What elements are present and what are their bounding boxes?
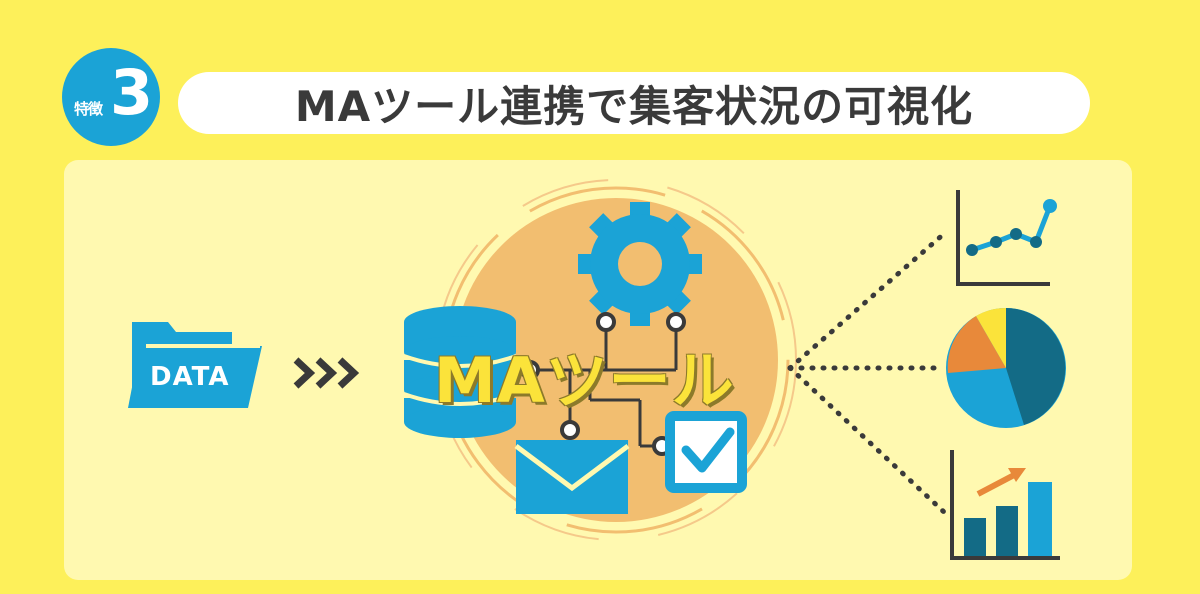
checkbox-icon [665,411,747,493]
database-icon [403,306,517,438]
title-banner: MAツール連携で集客状況の可視化 [178,72,1090,134]
circuit-nodes [520,312,686,456]
pie-chart-icon [946,307,1066,428]
circuit-lines [530,322,678,448]
badge-number: 3 [110,56,154,129]
page-title: MAツール連携で集客状況の可視化 [294,81,974,131]
folder-icon [128,322,262,408]
line-chart-icon [956,190,1057,286]
dotted-connectors [787,229,949,515]
badge-label: 特徴 [74,100,103,118]
arrow-chevrons-icon [293,357,360,389]
bar-chart-icon [950,450,1060,560]
gear-icon [578,202,702,326]
ma-tool-label: MAツール [434,344,735,417]
feature-badge: 特徴 3 [62,48,160,146]
folder-label: DATA [150,362,230,392]
envelope-icon [514,440,630,514]
